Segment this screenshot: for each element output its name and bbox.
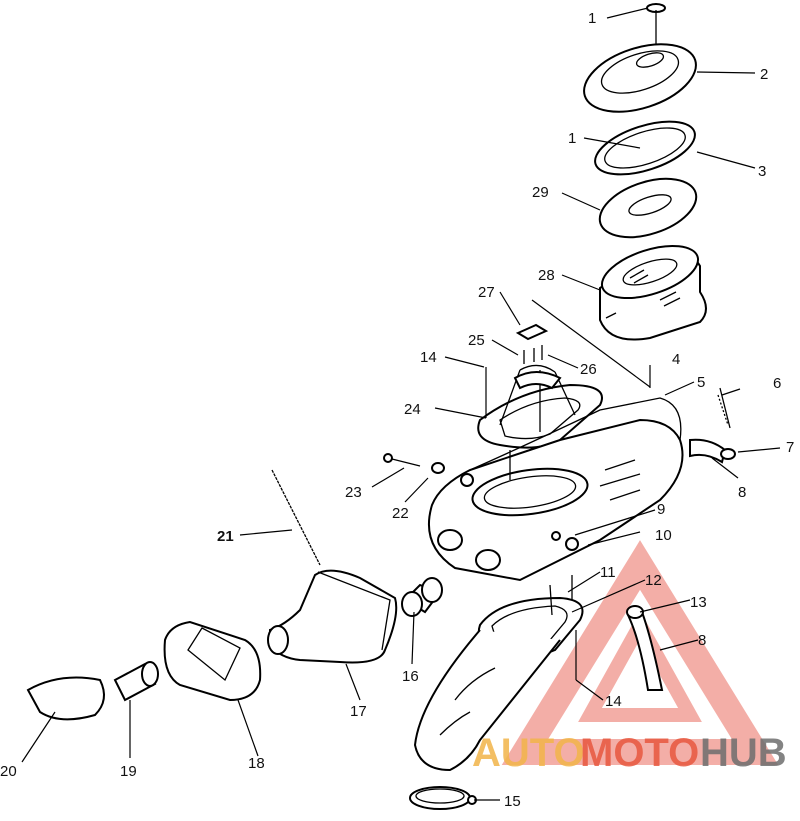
callout-12: 12	[645, 572, 662, 589]
callout-1-top: 1	[588, 10, 596, 27]
callout-19: 19	[120, 763, 137, 780]
callout-2: 2	[760, 66, 768, 83]
drain-hose	[626, 605, 664, 691]
intake-boot	[267, 569, 398, 664]
coupler	[401, 577, 443, 617]
callout-29: 29	[532, 184, 549, 201]
callout-25: 25	[468, 332, 485, 349]
callout-6: 6	[773, 375, 781, 392]
intake-flange	[163, 620, 262, 702]
watermark-moto: MOTO	[580, 731, 699, 775]
watermark-auto: AUTO	[472, 731, 585, 775]
airbox-body	[427, 397, 684, 582]
filter-bracket	[477, 323, 603, 449]
screw-washer	[383, 453, 445, 474]
callout-17: 17	[350, 703, 367, 720]
callout-24: 24	[404, 401, 421, 418]
callout-11: 11	[600, 564, 616, 581]
callout-15: 15	[504, 793, 521, 810]
callout-14-lower: 14	[605, 693, 622, 710]
callout-27: 27	[478, 284, 495, 301]
callout-23: 23	[345, 484, 362, 501]
seal-ring	[594, 120, 696, 176]
callout-9: 9	[657, 501, 665, 518]
leader-lines	[21, 7, 781, 801]
snorkel-cap	[26, 676, 105, 721]
callout-10: 10	[655, 527, 672, 544]
callout-28: 28	[538, 267, 555, 284]
watermark-hub: HUB	[700, 731, 787, 775]
callout-26: 26	[580, 361, 597, 378]
callout-4: 4	[672, 351, 680, 368]
intake-sleeve	[113, 661, 159, 702]
drain-rod	[271, 469, 321, 566]
callout-21: 21	[217, 528, 234, 545]
breather-hose	[689, 387, 736, 464]
hose-clamp	[409, 786, 477, 810]
watermark-logo: AUTO MOTO HUB	[472, 731, 787, 775]
callout-labels: 1 2 1 3 29 28 27 25 26 14 4 5 6 24 7 8 2…	[0, 10, 794, 810]
lower-duct	[413, 575, 584, 772]
pre-filter	[598, 177, 698, 239]
callout-18: 18	[248, 755, 265, 772]
air-box-cover	[583, 43, 697, 113]
callout-8-lower: 8	[698, 632, 706, 649]
callout-3: 3	[758, 163, 766, 180]
air-filter-element	[599, 244, 707, 341]
callout-13: 13	[690, 594, 707, 611]
callout-8-upper: 8	[738, 484, 746, 501]
watermark-triangle	[501, 540, 779, 765]
callout-20: 20	[0, 763, 17, 780]
callout-1-inner: 1	[568, 130, 576, 147]
callout-22: 22	[392, 505, 409, 522]
callout-5: 5	[697, 374, 705, 391]
wing-nut-top	[646, 3, 666, 45]
callout-16: 16	[402, 668, 419, 685]
callout-14-upper: 14	[420, 349, 437, 366]
callout-7: 7	[786, 439, 794, 456]
